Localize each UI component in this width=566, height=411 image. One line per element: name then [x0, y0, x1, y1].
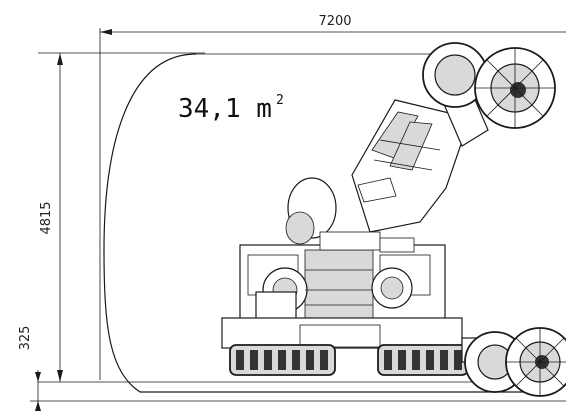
height-dimension: 4815	[38, 52, 205, 382]
machine-body	[221, 231, 463, 349]
tunnel-profile	[103, 53, 550, 393]
width-dimension: 7200	[99, 14, 566, 380]
area-label: 34,1 m 2	[178, 93, 284, 124]
svg-text:34,1 m: 34,1 m	[178, 94, 272, 124]
crawler-tracks	[229, 344, 469, 376]
roadheader-machine	[221, 42, 566, 397]
clearance-label: 325	[18, 326, 33, 351]
cable-drum	[285, 177, 337, 245]
svg-text:2: 2	[276, 93, 284, 108]
cutter-boom	[351, 87, 489, 233]
upper-cutter-head	[422, 42, 556, 129]
lower-cutter-head	[461, 327, 566, 397]
height-label: 4815	[39, 201, 54, 234]
width-label: 7200	[318, 14, 351, 29]
